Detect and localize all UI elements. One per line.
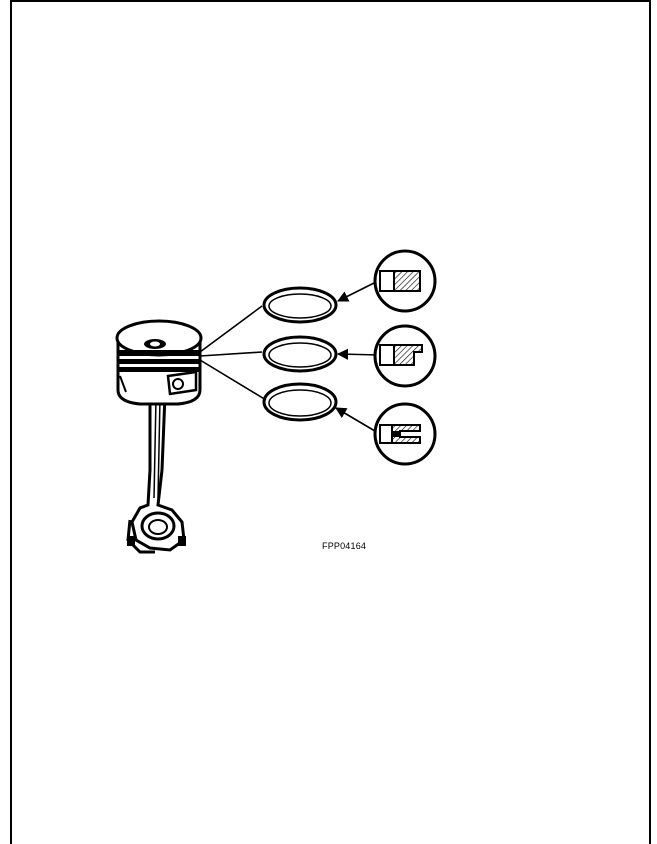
oil-ring-section-detail: [375, 404, 435, 464]
second-compression-ring: [264, 337, 336, 371]
top-ring-section-detail: [375, 251, 435, 311]
top-compression-ring: [264, 288, 336, 322]
piston: [117, 321, 201, 404]
leader-lines: [200, 306, 266, 400]
section-arrows: [336, 280, 380, 434]
oil-control-ring: [264, 384, 336, 420]
figure-code: FPP04164: [322, 541, 366, 551]
connecting-rod: [127, 395, 186, 552]
second-ring-section-detail: [375, 326, 435, 386]
